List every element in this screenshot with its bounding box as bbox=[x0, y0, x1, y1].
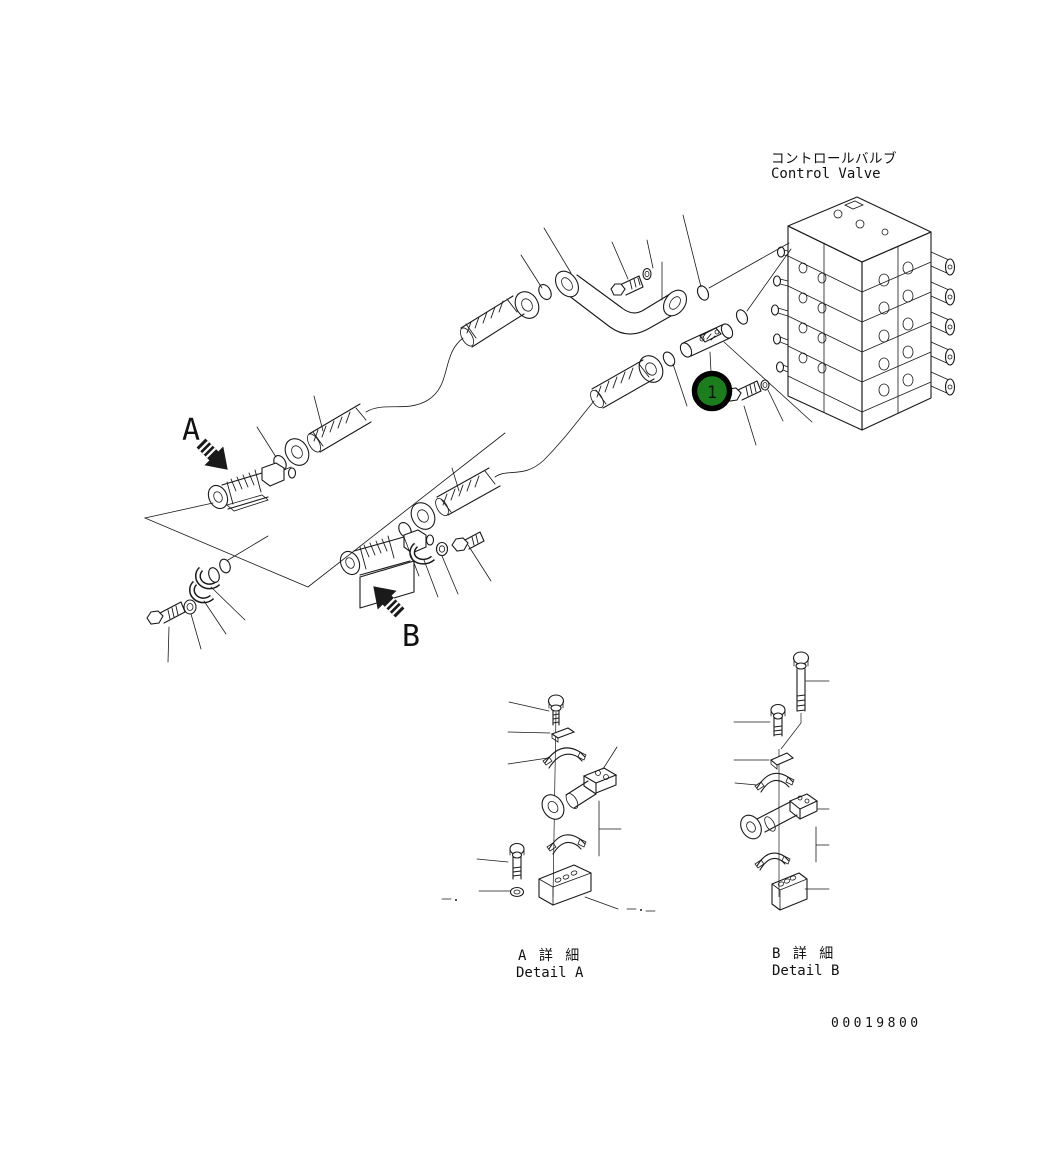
detail-a-label-en: Detail A bbox=[516, 965, 584, 981]
callout-1-number: 1 bbox=[707, 383, 717, 403]
drawing-number: 00019800 bbox=[831, 1016, 922, 1031]
right-bolt-drawing bbox=[724, 379, 770, 402]
control-valve-label-en: Control Valve bbox=[771, 166, 881, 182]
detail-a-label-jp: A 詳 細 bbox=[518, 948, 581, 964]
bent-tube-drawing bbox=[554, 270, 688, 335]
detail-b-drawing bbox=[733, 651, 830, 911]
clamp-b-small-parts bbox=[409, 531, 485, 565]
view-b-letter: B bbox=[402, 619, 420, 654]
view-a-arrow-icon bbox=[196, 438, 228, 470]
top-bolt-drawing bbox=[610, 267, 652, 296]
view-a-letter: A bbox=[182, 413, 200, 448]
split-flange-parts bbox=[146, 558, 231, 625]
clamp-a-drawing bbox=[207, 462, 297, 512]
control-valve-drawing bbox=[770, 196, 956, 431]
fitting-1-drawing bbox=[679, 323, 734, 358]
detail-b-label-jp: B 詳 細 bbox=[772, 946, 835, 962]
control-valve-label-jp: コントロールバルブ bbox=[771, 150, 897, 167]
leader-lines bbox=[143, 214, 813, 663]
callout-1[interactable]: 1 bbox=[691, 370, 733, 412]
valve-nipples bbox=[770, 246, 789, 373]
detail-b-label-en: Detail B bbox=[772, 963, 839, 979]
detail-a-drawing bbox=[441, 694, 656, 912]
valve-ports-left bbox=[798, 262, 827, 374]
view-b-arrow-icon bbox=[373, 586, 405, 618]
callout-1-circle[interactable] bbox=[691, 370, 733, 412]
valve-solenoids bbox=[930, 251, 956, 396]
hose-upper-drawing bbox=[273, 291, 540, 472]
valve-ports-right bbox=[878, 261, 914, 397]
clamp-b-drawing bbox=[339, 529, 435, 609]
hose-lower-drawing bbox=[398, 351, 676, 539]
